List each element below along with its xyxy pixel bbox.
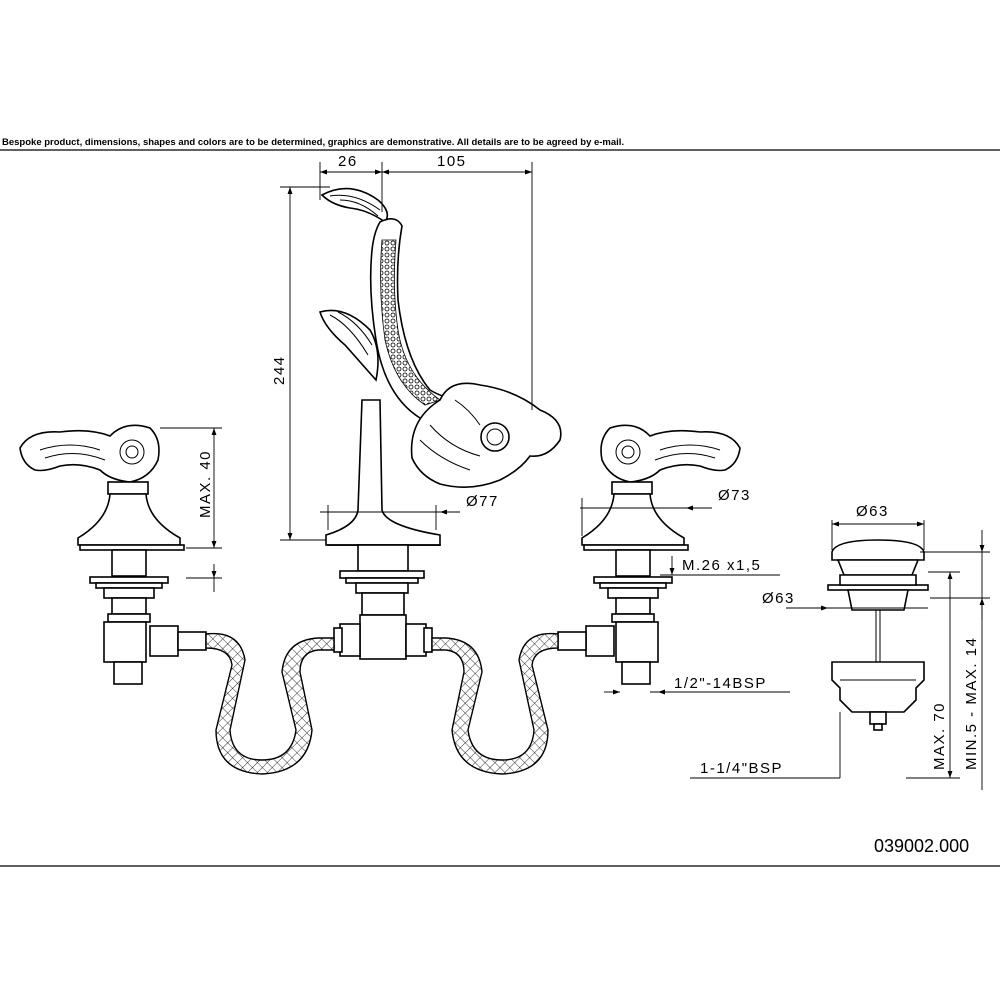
dim-drain-flange-diameter: Ø63 — [762, 590, 795, 607]
dim-spout-base-diameter: Ø77 — [466, 493, 499, 510]
spout-tail — [320, 187, 389, 224]
drain-body — [831, 661, 925, 713]
spout-fin — [318, 309, 379, 382]
right-bell-escutcheon — [581, 493, 685, 546]
right-braided-hose — [431, 632, 559, 775]
drawing-frame — [0, 149, 1000, 867]
dim-handle-height: MAX. 40 — [197, 450, 214, 518]
dim-drain-range: MIN.5 - MAX. 14 — [963, 637, 980, 770]
left-handle-valve — [19, 424, 185, 685]
dim-drain-thread: 1-1/4"BSP — [700, 760, 783, 777]
right-dolphin-lever — [600, 424, 741, 483]
left-dolphin-lever — [19, 424, 160, 483]
dimension-lines — [160, 162, 990, 790]
connection-hoses — [149, 625, 615, 775]
spout-stem — [325, 399, 441, 546]
right-handle-valve — [581, 424, 741, 685]
dim-spout-height: 244 — [271, 355, 288, 385]
dolphin-spout — [318, 187, 562, 660]
dim-drain-cap-diameter: Ø63 — [856, 503, 889, 520]
left-bell-escutcheon — [77, 493, 181, 546]
mixing-tee — [359, 614, 407, 660]
dim-handle-base-diameter: Ø73 — [718, 487, 751, 504]
dim-thread: M.26 x1,5 — [682, 557, 761, 574]
product-code: 039002.000 — [874, 836, 969, 856]
header-note: Bespoke product, dimensions, shapes and … — [2, 137, 624, 148]
left-braided-hose — [205, 632, 335, 775]
dim-spout-reach: 105 — [437, 153, 467, 170]
dim-inlet-thread: 1/2"-14BSP — [674, 675, 767, 692]
drain-cap — [831, 539, 925, 561]
dim-spout-offset: 26 — [338, 153, 358, 170]
popup-drain — [827, 539, 929, 731]
dim-drain-length: MAX. 70 — [931, 702, 948, 770]
dimension-labels: 26 105 244 MAX. 40 Ø77 Ø73 M.26 x1,5 1/2… — [197, 153, 980, 777]
